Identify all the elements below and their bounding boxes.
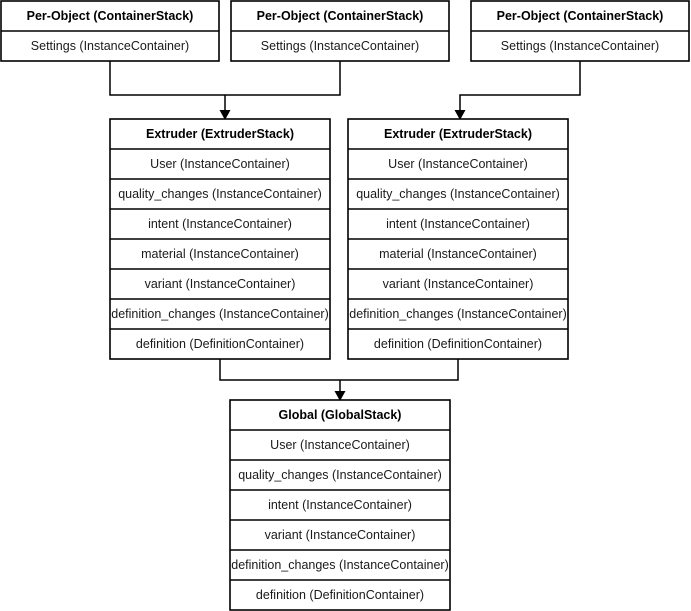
arrow-head (454, 110, 466, 120)
node-row: User (InstanceContainer) (270, 438, 410, 452)
node-row: Settings (InstanceContainer) (261, 39, 419, 53)
arrow-head (219, 110, 231, 120)
node-row: intent (InstanceContainer) (268, 498, 412, 512)
node-header-per-object-2: Per-Object (ContainerStack) (257, 9, 424, 23)
node-header-global: Global (GlobalStack) (279, 408, 402, 422)
node-row: definition (DefinitionContainer) (136, 337, 304, 351)
node-row: quality_changes (InstanceContainer) (118, 187, 322, 201)
node-row: material (InstanceContainer) (379, 247, 537, 261)
node-header-per-object-3: Per-Object (ContainerStack) (497, 9, 664, 23)
node-row: User (InstanceContainer) (150, 157, 290, 171)
node-row: definition (DefinitionContainer) (374, 337, 542, 351)
node-row: Settings (InstanceContainer) (31, 39, 189, 53)
edge-per-object-1-2-bus (109, 61, 341, 96)
node-row: User (InstanceContainer) (388, 157, 528, 171)
node-row: intent (InstanceContainer) (148, 217, 292, 231)
node-row: definition_changes (InstanceContainer) (349, 307, 567, 321)
edge-extruder-bus (219, 359, 459, 381)
node-row: quality_changes (InstanceContainer) (238, 468, 442, 482)
node-per-object-3[interactable]: Per-Object (ContainerStack) Settings (Ins… (470, 0, 690, 62)
node-row: definition_changes (InstanceContainer) (231, 558, 449, 572)
node-row: definition_changes (InstanceContainer) (111, 307, 329, 321)
node-row: intent (InstanceContainer) (386, 217, 530, 231)
connector-layer (109, 61, 581, 401)
node-row: quality_changes (InstanceContainer) (356, 187, 560, 201)
edge-to-extruder-2 (459, 61, 581, 118)
node-header-per-object-1: Per-Object (ContainerStack) (27, 9, 194, 23)
node-per-object-2[interactable]: Per-Object (ContainerStack) Settings (Ins… (230, 0, 450, 62)
node-header-extruder-2: Extruder (ExtruderStack) (384, 127, 532, 141)
node-global[interactable]: Global (GlobalStack) User (InstanceContai… (229, 399, 451, 611)
node-row: variant (InstanceContainer) (383, 277, 534, 291)
node-row: variant (InstanceContainer) (145, 277, 296, 291)
node-per-object-1[interactable]: Per-Object (ContainerStack) Settings (Ins… (0, 0, 220, 62)
arrow-head (334, 391, 346, 401)
node-extruder-2[interactable]: Extruder (ExtruderStack) User (InstanceCo… (347, 118, 569, 360)
node-row: variant (InstanceContainer) (265, 528, 416, 542)
node-row: definition (DefinitionContainer) (256, 588, 424, 602)
node-extruder-1[interactable]: Extruder (ExtruderStack) User (InstanceCo… (109, 118, 331, 360)
node-row: Settings (InstanceContainer) (501, 39, 659, 53)
node-header-extruder-1: Extruder (ExtruderStack) (146, 127, 294, 141)
node-row: material (InstanceContainer) (141, 247, 299, 261)
